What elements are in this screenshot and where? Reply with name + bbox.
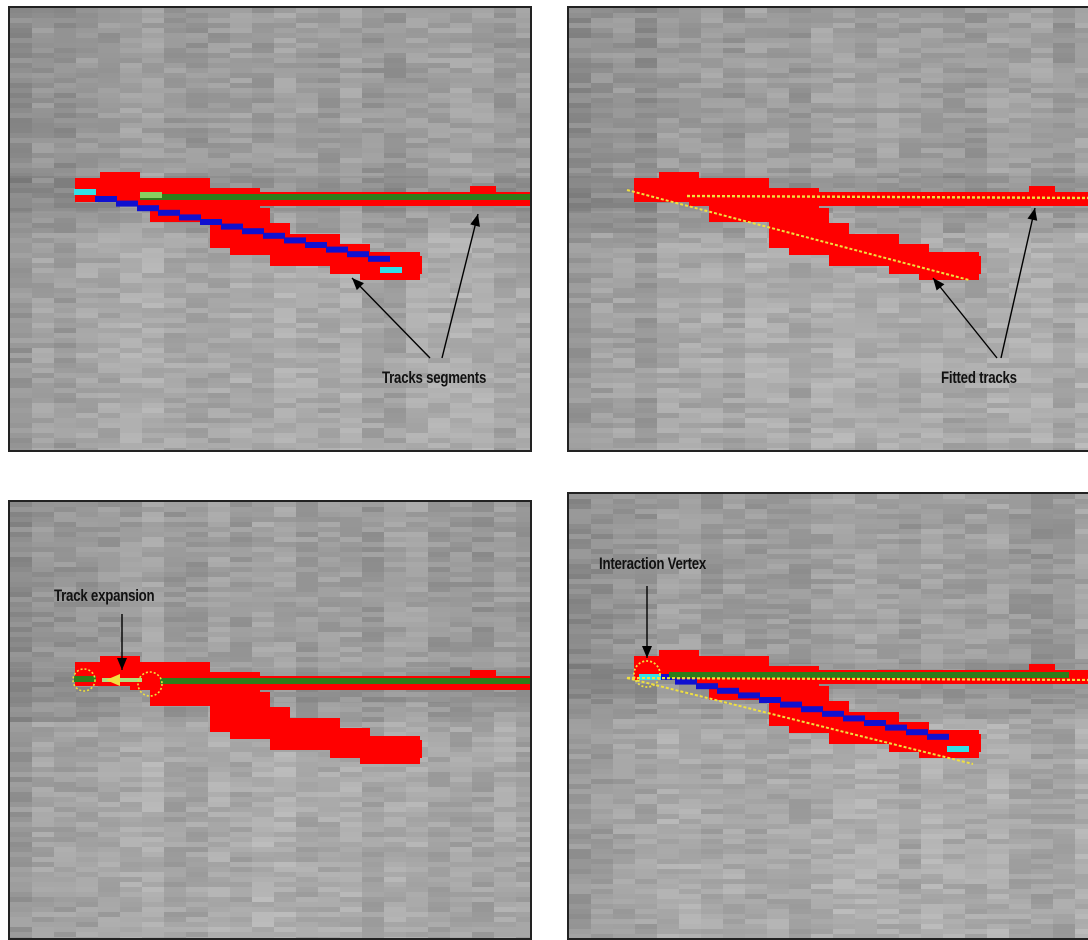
hit-block [270, 718, 340, 750]
panel-tracks-segments: Tracks segments [8, 6, 532, 452]
label-interaction-vertex: Interaction Vertex [599, 554, 706, 574]
label-tracks-segments: Tracks segments [382, 368, 486, 388]
panel-interaction-vertex: Interaction Vertex [567, 492, 1088, 940]
cyan-endpoint [380, 267, 402, 273]
hit-block [1029, 186, 1055, 196]
panel-track-expansion: Track expansion [8, 500, 532, 940]
label-fitted-tracks: Fitted tracks [941, 368, 1017, 388]
green-track-segment [160, 678, 530, 684]
cyan-endpoint [947, 746, 969, 752]
hit-block [829, 234, 899, 266]
hit-block [949, 256, 981, 274]
green-track-segment [669, 672, 1069, 678]
green-expansion [74, 676, 96, 682]
light-green-endpoint [140, 192, 162, 198]
panel-fitted-tracks: Fitted tracks [567, 6, 1088, 452]
hit-block [390, 740, 422, 758]
cyan-endpoint [74, 189, 96, 195]
event-display-3 [10, 502, 530, 938]
green-track-segment [140, 194, 530, 200]
label-track-expansion: Track expansion [54, 586, 154, 606]
